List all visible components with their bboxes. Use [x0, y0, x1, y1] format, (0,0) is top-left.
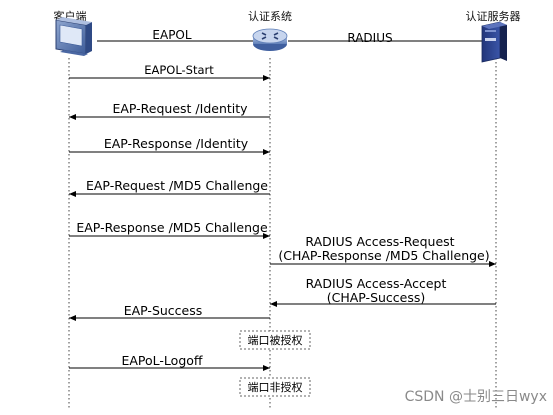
radius-request-line1: RADIUS Access-Request — [305, 234, 454, 249]
radius-accept-line2: (CHAP-Success) — [327, 290, 426, 305]
eap-success-label: EAP-Success — [124, 303, 203, 318]
req-md5-label: EAP-Request /MD5 Challenge — [86, 178, 268, 193]
eapol-logoff-label: EAPoL-Logoff — [121, 353, 202, 368]
req-identity-label: EAP-Request /Identity — [112, 101, 248, 116]
resp-identity-label: EAP-Response /Identity — [104, 136, 249, 151]
eapol-start-label: EAPOL-Start — [144, 63, 214, 77]
port-unauthorized-label: 端口非授权 — [248, 380, 303, 394]
port-authorized-label: 端口被授权 — [248, 333, 303, 347]
radius-accept-line1: RADIUS Access-Accept — [306, 276, 447, 291]
server-label: 认证服务器 — [466, 10, 521, 23]
radius-request-line2: (CHAP-Response /MD5 Challenge) — [278, 248, 489, 263]
csdn-watermark: CSDN @士别三日wyx — [405, 389, 547, 405]
resp-md5-label: EAP-Response /MD5 Challenge — [76, 220, 268, 235]
pc-icon — [55, 17, 92, 56]
port-authorized-box — [239, 330, 311, 350]
eapol-protocol-label: EAPOL — [152, 28, 191, 42]
switch-icon — [252, 28, 288, 51]
server-icon — [481, 21, 507, 63]
radius-protocol-label: RADIUS — [347, 31, 392, 45]
port-unauthorized-box — [239, 377, 311, 397]
authenticator-label: 认证系统 — [248, 10, 292, 23]
